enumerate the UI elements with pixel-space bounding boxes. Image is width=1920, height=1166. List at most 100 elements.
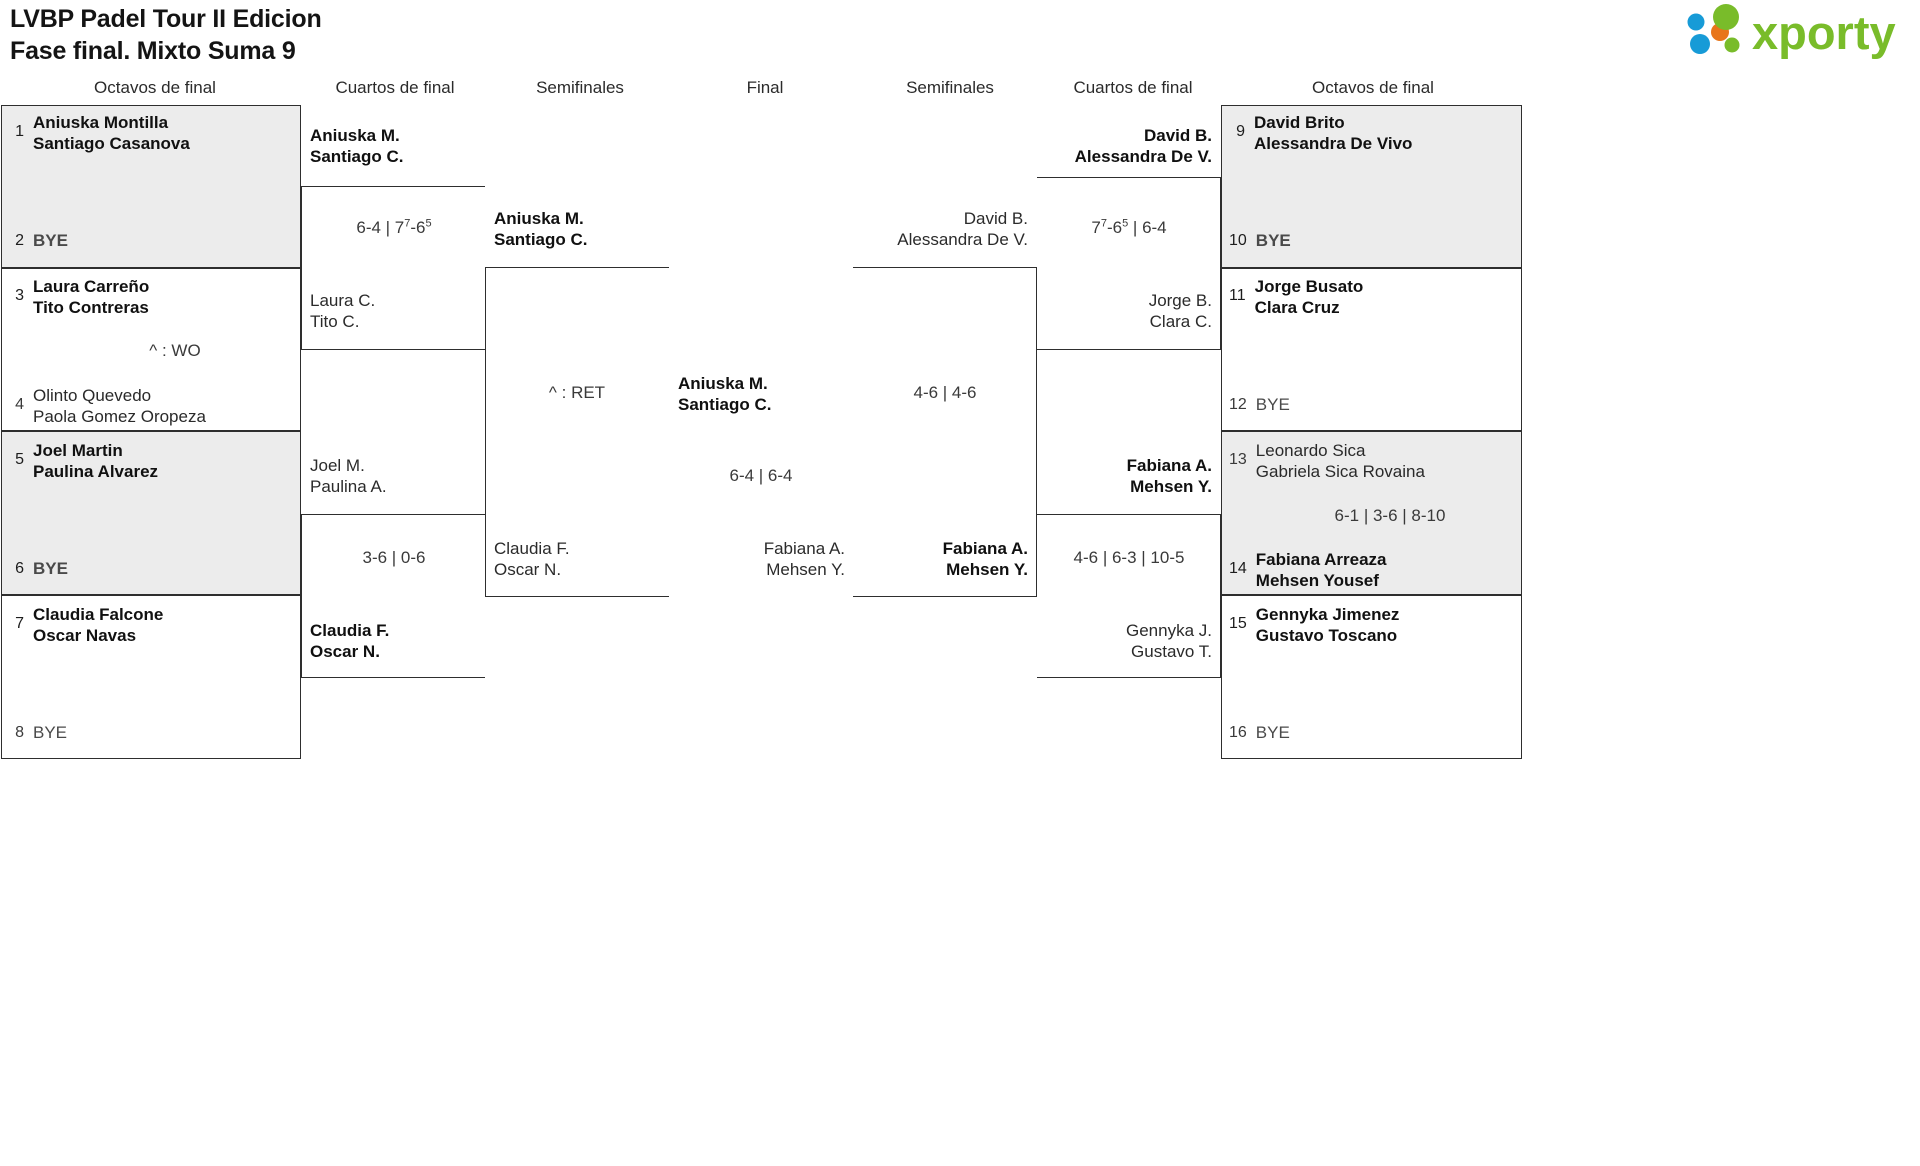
advanced-left-sf-top: Aniuska M. Santiago C. <box>494 208 588 250</box>
player-name-2: Santiago C. <box>678 395 772 414</box>
seed-number: 7 <box>15 615 24 632</box>
score-left-sf: ^ : RET <box>548 383 606 402</box>
player-name-2: Santiago C. <box>494 230 588 249</box>
player-names: David Brito Alessandra De Vivo <box>1254 113 1412 154</box>
seed-number: 15 <box>1229 615 1247 632</box>
round-heading-right-qf: Cuartos de final <box>1073 78 1193 97</box>
seed-number: 11 <box>1229 287 1246 304</box>
entrant-right-seed-15[interactable]: 15 Gennyka Jimenez Gustavo Toscano <box>1229 605 1399 646</box>
score-left-qf-2: 3-6 | 0-6 <box>362 548 426 567</box>
entrant-right-seed-9[interactable]: 9 David Brito Alessandra De Vivo <box>1229 113 1412 154</box>
entrant-left-seed-6[interactable]: 6 BYE <box>8 559 68 580</box>
match-box-left-4[interactable] <box>1 595 301 759</box>
player-name-1: Gennyka Jimenez <box>1255 605 1400 624</box>
player-names: Olinto Quevedo Paola Gomez Oropeza <box>33 386 206 427</box>
connector-right-sf <box>853 267 1037 597</box>
player-name-1: Aniuska M. <box>494 209 584 228</box>
player-names: Jorge Busato Clara Cruz <box>1255 277 1364 318</box>
svg-text:xporty: xporty <box>1752 6 1896 59</box>
seed-number: 5 <box>15 451 24 468</box>
player-names: Fabiana Arreaza Mehsen Yousef <box>1256 550 1387 591</box>
player-name-1: David Brito <box>1254 113 1345 132</box>
player-name-2: Tito C. <box>310 312 360 331</box>
player-names: BYE <box>33 231 68 252</box>
player-name-2: Alessandra De Vivo <box>1254 133 1413 153</box>
player-name-2: Gustavo Toscano <box>1255 625 1398 645</box>
player-name-2: Mehsen Y. <box>766 560 845 579</box>
score-final: 6-4 | 6-4 <box>729 466 793 485</box>
entrant-left-seed-8[interactable]: 8 BYE <box>8 723 67 744</box>
player-name-1: BYE <box>33 231 68 250</box>
advanced-left-qf-1-bottom: Laura C. Tito C. <box>310 290 375 332</box>
player-names: BYE <box>1256 723 1290 744</box>
player-name-2: Clara Cruz <box>1254 297 1340 317</box>
advanced-right-sf-bottom: Fabiana A. Mehsen Y. <box>862 538 1028 580</box>
match-box-right-1[interactable] <box>1221 105 1522 268</box>
player-name-1: Fabiana Arreaza <box>1255 550 1387 569</box>
player-name-2: Clara C. <box>1149 312 1212 331</box>
advanced-right-qf-2-top: Fabiana A. Mehsen Y. <box>1046 455 1212 497</box>
advanced-right-qf-1-bottom: Jorge B. Clara C. <box>1046 290 1212 332</box>
player-name-2: Santiago Casanova <box>33 133 190 153</box>
player-name-2: Santiago C. <box>310 147 404 166</box>
player-name-2: Alessandra De V. <box>1074 147 1212 166</box>
player-name-1: Aniuska M. <box>310 126 400 145</box>
match-box-left-2[interactable] <box>1 268 301 431</box>
player-names: Aniuska Montilla Santiago Casanova <box>33 113 190 154</box>
entrant-left-seed-7[interactable]: 7 Claudia Falcone Oscar Navas <box>8 605 163 646</box>
entrant-left-seed-5[interactable]: 5 Joel Martin Paulina Alvarez <box>8 441 158 482</box>
connector-right-qf-1 <box>1037 177 1221 350</box>
entrant-right-seed-10[interactable]: 10 BYE <box>1229 231 1291 252</box>
player-name-2: Oscar N. <box>494 560 562 579</box>
player-name-2: Mehsen Y. <box>946 560 1028 579</box>
player-names: Claudia Falcone Oscar Navas <box>33 605 163 646</box>
seed-number: 16 <box>1229 724 1247 742</box>
entrant-left-seed-4[interactable]: 4 Olinto Quevedo Paola Gomez Oropeza <box>8 386 206 427</box>
entrant-right-seed-13[interactable]: 13 Leonardo Sica Gabriela Sica Rovaina <box>1229 441 1425 482</box>
entrant-right-seed-11[interactable]: 11 Jorge Busato Clara Cruz <box>1229 277 1363 318</box>
match-box-right-3[interactable] <box>1221 431 1522 595</box>
entrant-left-seed-3[interactable]: 3 Laura Carreño Tito Contreras <box>8 277 149 318</box>
match-box-left-1[interactable] <box>1 105 301 268</box>
match-box-right-4[interactable] <box>1221 595 1522 759</box>
entrant-right-seed-14[interactable]: 14 Fabiana Arreaza Mehsen Yousef <box>1229 550 1387 591</box>
player-name-1: Claudia F. <box>310 621 390 640</box>
seed-number: 3 <box>15 287 24 304</box>
round-heading-left-sf: Semifinales <box>536 78 624 97</box>
player-name-1: Joel M. <box>310 456 365 475</box>
player-name-2: Alessandra De V. <box>897 230 1028 249</box>
advanced-left-sf-bottom: Claudia F. Oscar N. <box>494 538 570 580</box>
player-names: BYE <box>33 559 68 580</box>
match-box-right-2[interactable] <box>1221 268 1522 431</box>
match-box-left-3[interactable] <box>1 431 301 595</box>
player-name-1: BYE <box>1255 231 1291 250</box>
advanced-left-qf-1-top: Aniuska M. Santiago C. <box>310 125 404 167</box>
player-name-1: Claudia Falcone <box>33 605 164 624</box>
entrant-left-seed-2[interactable]: 2 BYE <box>8 231 68 252</box>
player-name-2: Paulina A. <box>310 477 387 496</box>
connector-left-sf <box>485 267 669 597</box>
player-name-2: Oscar Navas <box>33 625 137 645</box>
player-names: BYE <box>33 723 67 744</box>
page-title: LVBP Padel Tour II Edicion Fase final. M… <box>10 3 322 67</box>
player-name-1: Aniuska Montilla <box>33 113 169 132</box>
player-name-1: BYE <box>33 723 68 742</box>
tournament-name: LVBP Padel Tour II Edicion <box>10 5 322 33</box>
entrant-right-seed-16[interactable]: 16 BYE <box>1229 723 1290 744</box>
entrant-right-seed-12[interactable]: 12 BYE <box>1229 395 1290 416</box>
player-name-1: BYE <box>1255 395 1290 414</box>
player-name-2: Oscar N. <box>310 642 380 661</box>
player-name-1: Jorge B. <box>1148 291 1212 310</box>
player-name-1: David B. <box>1143 126 1212 145</box>
player-name-1: Jorge Busato <box>1254 277 1364 296</box>
player-names: Gennyka Jimenez Gustavo Toscano <box>1256 605 1400 646</box>
round-heading-left-r16: Octavos de final <box>94 78 216 97</box>
advanced-left-qf-2-top: Joel M. Paulina A. <box>310 455 387 497</box>
player-name-1: BYE <box>33 559 68 578</box>
round-heading-right-r16: Octavos de final <box>1312 78 1434 97</box>
entrant-left-seed-1[interactable]: 1 Aniuska Montilla Santiago Casanova <box>8 113 190 154</box>
connector-right-qf-2 <box>1037 514 1221 678</box>
player-name-1: Leonardo Sica <box>1255 441 1366 460</box>
seed-number: 6 <box>15 560 24 578</box>
player-name-1: Fabiana A. <box>1126 456 1212 475</box>
